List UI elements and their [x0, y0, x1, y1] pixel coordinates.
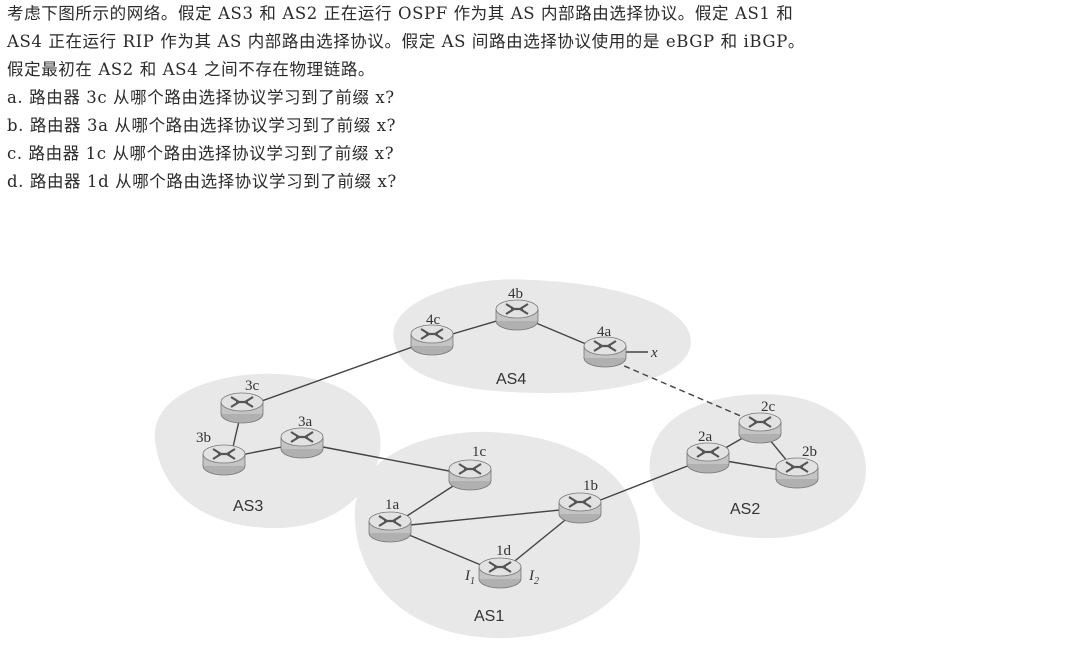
- as1-label: AS1: [474, 608, 504, 625]
- label-4b: 4b: [508, 286, 523, 302]
- label-3b: 3b: [196, 430, 211, 446]
- router-2b-icon: [774, 456, 820, 490]
- router-2c-icon: [737, 411, 783, 445]
- link-3a-1c: [301, 442, 471, 476]
- prefix-x: x: [650, 345, 658, 361]
- label-1d: 1d: [496, 543, 512, 559]
- link-4a-2c-dashed: [614, 361, 751, 421]
- label-2c: 2c: [761, 399, 776, 415]
- link-1b-2a: [579, 457, 709, 509]
- router-1b-icon: [557, 491, 603, 525]
- link-1a-1b: [389, 507, 581, 528]
- question-a: a. 路由器 3c 从哪个路由选择协议学习到了前缀 x?: [7, 88, 395, 107]
- label-4c: 4c: [426, 312, 441, 328]
- question-b: b. 路由器 3a 从哪个路由选择协议学习到了前缀 x?: [7, 116, 397, 135]
- router-2a-icon: [685, 441, 731, 475]
- interface-i1: I1: [464, 568, 475, 587]
- router-3c-icon: [219, 391, 265, 425]
- as3-region: [154, 373, 381, 529]
- label-2a: 2a: [698, 429, 713, 445]
- label-3c: 3c: [245, 378, 260, 394]
- label-2b: 2b: [802, 444, 817, 460]
- router-3a-icon: [279, 426, 325, 460]
- link-3c-4c: [241, 339, 433, 409]
- router-1d-icon: [477, 556, 523, 590]
- label-4a: 4a: [597, 324, 612, 340]
- label-1a: 1a: [385, 497, 400, 513]
- router-4a-icon: [582, 335, 628, 369]
- as2-label: AS2: [730, 501, 760, 518]
- router-3b-icon: [201, 443, 247, 477]
- interface-i2: I2: [528, 568, 539, 587]
- question-line-1: 考虑下图所示的网络。假定 AS3 和 AS2 正在运行 OSPF 作为其 AS …: [7, 4, 794, 23]
- question-line-2: AS4 正在运行 RIP 作为其 AS 内部路由选择协议。假定 AS 间路由选择…: [7, 32, 806, 51]
- question-line-3: 假定最初在 AS2 和 AS4 之间不存在物理链路。: [7, 60, 376, 79]
- router-1c-icon: [447, 458, 493, 492]
- router-4b-icon: [494, 298, 540, 332]
- as3-label: AS3: [233, 498, 263, 515]
- label-3a: 3a: [298, 414, 313, 430]
- as4-label: AS4: [496, 371, 526, 388]
- as1-region: [354, 431, 640, 639]
- question-d: d. 路由器 1d 从哪个路由选择协议学习到了前缀 x?: [7, 172, 397, 191]
- router-4c-icon: [409, 323, 455, 357]
- label-1b: 1b: [583, 478, 598, 494]
- router-1a-icon: [367, 510, 413, 544]
- label-1c: 1c: [472, 444, 487, 460]
- question-c: c. 路由器 1c 从哪个路由选择协议学习到了前缀 x?: [7, 144, 395, 163]
